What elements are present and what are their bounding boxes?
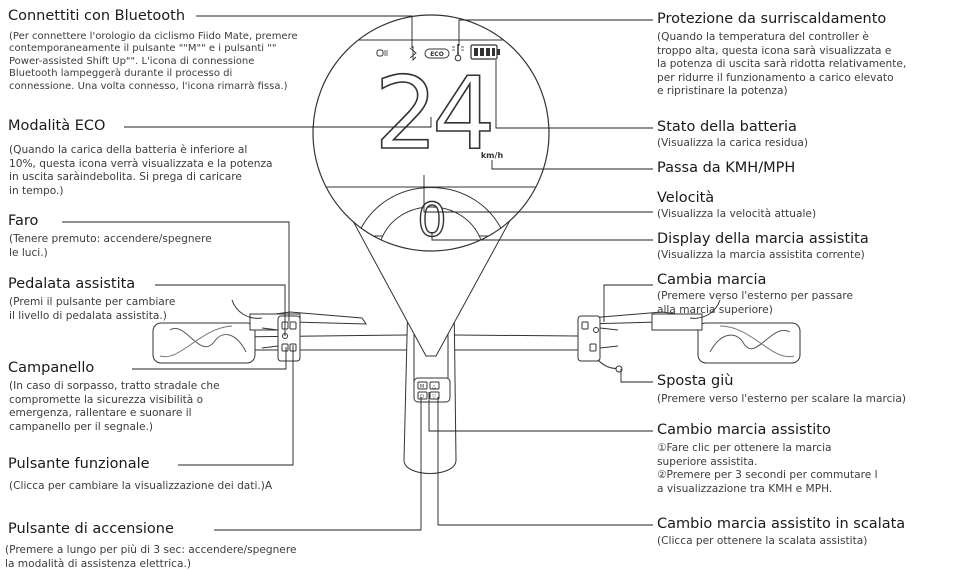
gear-display-desc: (Visualizza la marcia assistita corrente…	[657, 249, 865, 261]
shift-gear-desc: (Premere verso l'esterno per passare all…	[657, 290, 853, 316]
headlight-title: Faro	[8, 213, 39, 229]
eco-title: Modalità ECO	[8, 118, 106, 134]
pedal-assist-desc: (Premi il pulsante per cambiare il livel…	[9, 296, 176, 322]
svg-text:M: M	[420, 384, 424, 390]
unit-label: km/h	[481, 151, 504, 160]
assist-up-desc: ①Fare clic per ottenere la marcia superi…	[657, 442, 878, 495]
power-button-desc: (Premere a lungo per più di 3 sec: accen…	[5, 544, 297, 570]
assist-down-title: Cambio marcia assistito in scalata	[657, 516, 906, 532]
bluetooth-desc: (Per connettere l'orologio da ciclismo F…	[9, 31, 298, 92]
shift-gear-title: Cambia marcia	[657, 272, 767, 288]
overheat-desc: (Quando la temperatura del controller è …	[657, 31, 907, 98]
overheat-title: Protezione da surriscaldamento	[657, 11, 887, 27]
function-button-desc: (Clicca per cambiare la visualizzazione …	[9, 480, 273, 492]
leader-lines	[62, 15, 653, 531]
battery-desc: (Visualizza la carica residua)	[657, 137, 808, 149]
battery-title: Stato della batteria	[657, 119, 797, 135]
bluetooth-title: Connettiti con Bluetooth	[8, 8, 186, 24]
speed-digits: 24	[374, 55, 491, 172]
pedal-assist-title: Pedalata assistita	[8, 276, 136, 292]
svg-text:⏻: ⏻	[420, 394, 424, 400]
speed-desc: (Visualizza la velocità attuale)	[657, 208, 817, 220]
display-magnifier	[312, 14, 550, 252]
function-button-title: Pulsante funzionale	[8, 456, 150, 472]
assist-up-title: Cambio marcia assistito	[657, 422, 831, 438]
gear-display-title: Display della marcia assistita	[657, 231, 869, 247]
kmh-mph-title: Passa da KMH/MPH	[657, 160, 796, 176]
power-button-title: Pulsante di accensione	[8, 521, 174, 537]
speed-title: Velocità	[657, 190, 715, 206]
svg-text:▽: ▽	[432, 394, 436, 400]
bell-title: Campanello	[8, 360, 95, 376]
eco-label: ECO	[430, 51, 444, 58]
gear-digit: 0	[417, 193, 446, 247]
bell-desc: (In caso di sorpasso, tratto stradale ch…	[9, 380, 220, 433]
shift-down-title: Sposta giù	[657, 373, 734, 389]
assist-down-desc: (Clicca per ottenere la scalata assistit…	[657, 535, 868, 547]
handlebar	[152, 286, 801, 474]
svg-text:△: △	[432, 384, 436, 390]
shift-down-desc: (Premere verso l'esterno per scalare la …	[657, 393, 906, 405]
headlight-desc: (Tenere premuto: accendere/spegnere le l…	[9, 233, 212, 259]
eco-desc: (Quando la carica della batteria è infer…	[9, 144, 273, 197]
